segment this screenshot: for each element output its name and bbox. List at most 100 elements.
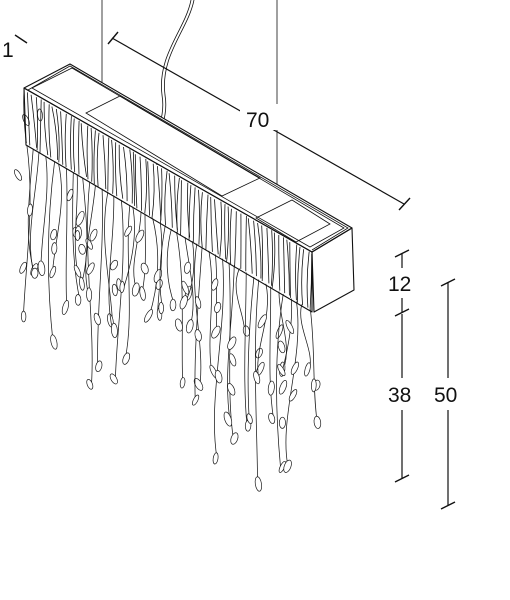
crystal-strand xyxy=(176,231,184,384)
crystal-drop xyxy=(31,267,39,279)
crystal-drop xyxy=(275,324,284,339)
crystal-drop xyxy=(49,266,57,279)
crystal-drop xyxy=(212,452,219,465)
shade-pleat-line xyxy=(266,227,270,284)
shade-rim-outer xyxy=(27,65,349,251)
crystal-strand xyxy=(48,161,55,343)
dimension-thickness-label: 1 xyxy=(2,39,14,62)
crystal-drop xyxy=(311,378,317,393)
crystal-drop xyxy=(267,380,275,396)
crystal-drop xyxy=(78,244,86,255)
crystal-drop xyxy=(254,476,263,492)
thickness-tick xyxy=(14,34,28,44)
crystal-drop xyxy=(139,286,146,301)
crystal-strand xyxy=(214,258,224,459)
crystal-drop xyxy=(230,432,239,445)
shade-pleat-line xyxy=(118,144,124,199)
shade-pleat-line xyxy=(168,173,173,228)
crystal-drop xyxy=(158,301,164,315)
shade-pleat-line xyxy=(70,116,72,170)
crystal-drop xyxy=(20,310,27,323)
shade-pleat-line xyxy=(96,132,100,187)
shade-pleat-line xyxy=(115,142,118,197)
shade-pleat-line xyxy=(93,130,96,185)
shade-pleat-line xyxy=(301,249,305,306)
dimension-drop-length: 38 xyxy=(388,314,411,483)
crystal-drop xyxy=(278,380,288,395)
shade-pleat-line xyxy=(111,139,114,194)
length-tick-start xyxy=(107,31,119,45)
shade-pleat-line xyxy=(60,111,64,165)
shade-pleat-line xyxy=(297,246,301,303)
crystal-drop xyxy=(268,412,276,424)
crystal-drop xyxy=(109,373,118,385)
crystal-strand xyxy=(257,283,268,378)
crystal-drop xyxy=(179,377,186,389)
crystal-drop xyxy=(290,361,299,375)
shade-pleat-line xyxy=(257,223,262,279)
crystal-drop xyxy=(122,352,131,365)
shade-pleat-line xyxy=(78,120,80,175)
crystal-drop xyxy=(51,242,58,255)
shade-pleat-line xyxy=(86,125,89,180)
crystal-strand xyxy=(269,286,274,419)
crystal-drop xyxy=(73,264,82,278)
shade-height-tick-top xyxy=(394,249,410,258)
crystal-drop xyxy=(124,225,133,237)
crystal-drop xyxy=(86,379,94,390)
shade-pleat-line xyxy=(289,242,291,298)
shade-pleat-line xyxy=(80,123,87,177)
crystal-drop xyxy=(131,282,140,297)
top-diffuser-left xyxy=(85,95,261,197)
crystal-strand xyxy=(141,213,146,294)
shade-pleat-line xyxy=(144,158,148,214)
crystal-drop xyxy=(193,378,204,391)
shade-pleat-line xyxy=(247,218,253,274)
crystal-drop xyxy=(74,230,81,241)
crystal-strand xyxy=(104,192,113,321)
crystal-drop xyxy=(227,336,237,350)
crystal-drop xyxy=(86,287,93,302)
shade-pleat-line xyxy=(64,113,67,168)
dimension-thickness: 1 xyxy=(2,34,28,62)
dimension-length-label: 70 xyxy=(246,109,269,132)
crystal-strand xyxy=(72,172,81,301)
crystal-drop xyxy=(283,459,292,473)
shade-pleat-line xyxy=(219,201,223,257)
crystal-drop xyxy=(74,294,82,306)
crystal-strand xyxy=(74,174,78,272)
crystal-strand xyxy=(97,188,103,367)
crystal-drop xyxy=(75,210,85,226)
crystal-drop xyxy=(144,309,153,323)
total-height-tick-bottom xyxy=(440,501,456,510)
crystal-strand xyxy=(235,268,245,332)
crystal-drop xyxy=(86,262,95,275)
shade-pleat-line xyxy=(309,253,313,311)
top-diffuser-right xyxy=(255,199,331,243)
crystal-strand xyxy=(310,309,318,423)
shade-pleat-line xyxy=(55,108,60,163)
shade-pleat-line xyxy=(210,196,213,252)
crystal-strand xyxy=(87,181,93,385)
shade-pleat-line xyxy=(205,194,209,250)
crystal-strand xyxy=(194,246,203,401)
crystal-drop xyxy=(61,300,69,315)
shade-pleat-line xyxy=(286,239,290,296)
crystal-drop xyxy=(95,360,103,373)
crystal-drop xyxy=(223,411,233,427)
crystal-drop xyxy=(119,281,125,293)
dimension-shade-height-label: 12 xyxy=(388,273,411,296)
total-height-tick-top xyxy=(440,278,456,287)
shade-pleat-line xyxy=(200,192,203,248)
crystal-strand xyxy=(228,262,234,439)
shade-pleat-line xyxy=(129,149,133,204)
crystal-strand xyxy=(124,204,131,359)
shade-pleat-line xyxy=(102,135,107,190)
shade-pleat-line xyxy=(164,170,168,226)
crystal-drop xyxy=(50,334,58,350)
crystal-drop xyxy=(278,416,286,429)
crystal-strand xyxy=(30,152,40,274)
crystal-strand xyxy=(85,184,96,295)
shade-pleat-line xyxy=(245,215,247,272)
